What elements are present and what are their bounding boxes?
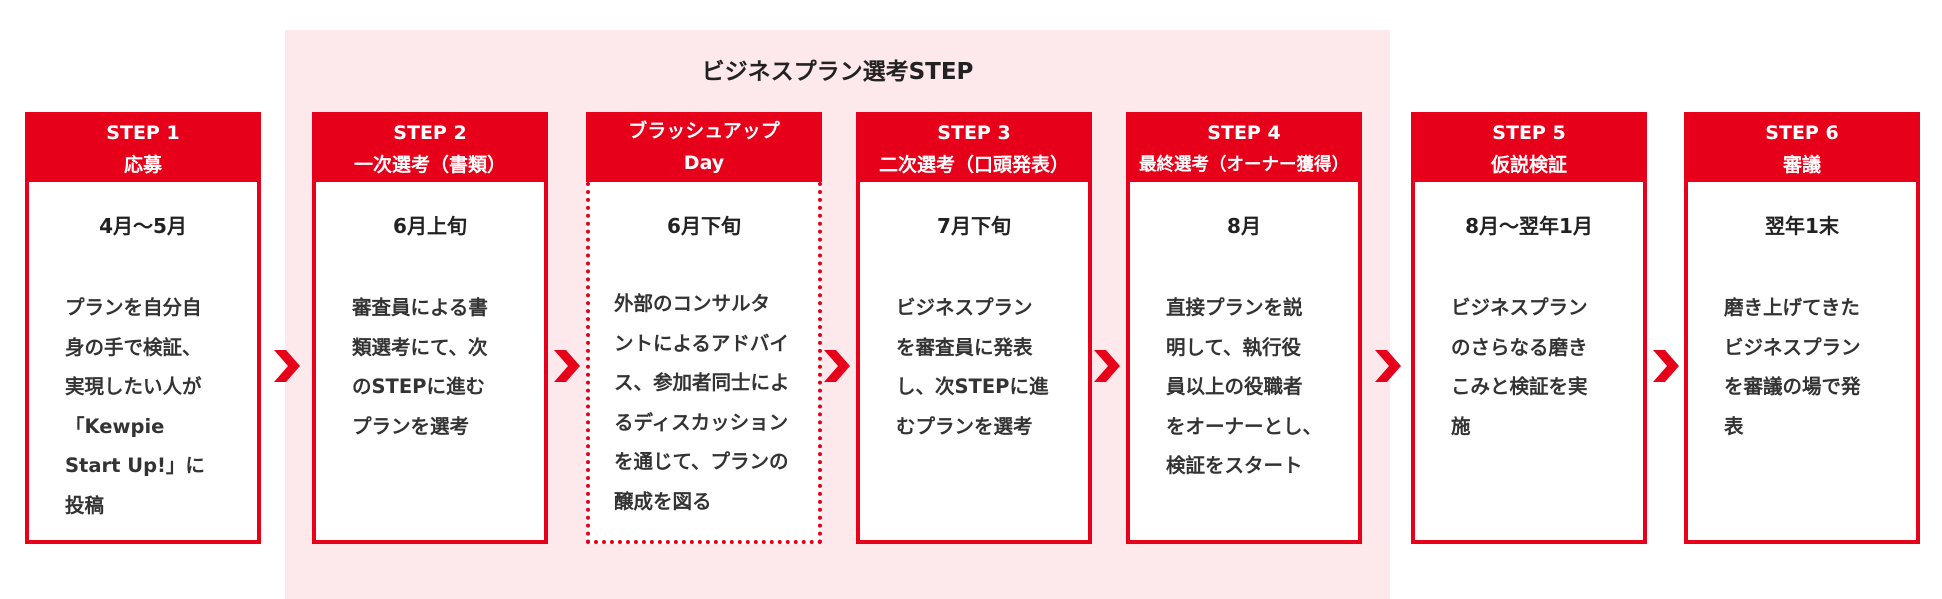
step-header-line-1: STEP 1 <box>106 122 180 144</box>
step-header-line-2: 仮説検証 <box>1490 154 1567 176</box>
step-header-line-2: 一次選考（書類） <box>353 154 506 176</box>
step-header-line-2: 最終選考（オーナー獲得） <box>1139 155 1349 175</box>
desc-line: をオーナーとし、 <box>1166 414 1323 438</box>
step-description: 外部のコンサルタ ントによるアドバイ ス、参加者同士によ るディスカッション を… <box>614 284 812 521</box>
step-header-line-2: 審議 <box>1782 154 1821 176</box>
step-header: STEP 1 応募 <box>29 116 257 182</box>
step-card-3: STEP 3 二次選考（口頭発表） 7月下旬 ビジネスプラン を審査員に発表 し… <box>856 112 1092 544</box>
chevron-right-icon <box>554 350 580 382</box>
chevron-right-icon <box>274 350 300 382</box>
desc-line: 施 <box>1451 414 1471 438</box>
chevron-right-icon <box>1094 350 1120 382</box>
desc-line: ス、参加者同士によ <box>614 371 790 394</box>
desc-line: 明して、執行役 <box>1166 335 1301 359</box>
step-description: ビジネスプラン を審査員に発表 し、次STEPに進 むプランを選考 <box>896 288 1070 446</box>
step-date: 7月下旬 <box>937 214 1011 238</box>
step-header: STEP 4 最終選考（オーナー獲得） <box>1130 116 1358 182</box>
band-title: ビジネスプラン選考STEP <box>701 59 974 85</box>
step-card-2: STEP 2 一次選考（書類） 6月上旬 審査員による書 類選考にて、次 のST… <box>312 112 548 544</box>
desc-line: プランを選考 <box>352 414 470 438</box>
step-header-line-1: STEP 5 <box>1492 122 1566 144</box>
desc-line: 投稿 <box>65 493 105 517</box>
step-header-line-2: 二次選考（口頭発表） <box>878 154 1069 176</box>
desc-line: 「Kewpie <box>65 414 165 438</box>
desc-line: を審議の場で発 <box>1724 375 1861 398</box>
step-header-line-1: ブラッシュアップ <box>628 120 780 142</box>
step-header-line-1: STEP 4 <box>1207 122 1281 144</box>
step-description: 審査員による書 類選考にて、次 のSTEPに進む プランを選考 <box>352 288 526 446</box>
step-header: STEP 2 一次選考（書類） <box>316 116 544 182</box>
step-header-line-1: STEP 2 <box>393 122 467 144</box>
step-description: ビジネスプラン のさらなる磨き こみと検証を実 施 <box>1451 288 1625 446</box>
step-card-6: STEP 6 審議 翌年1末 磨き上げてきた ビジネスプラン を審議の場で発 表 <box>1684 112 1920 544</box>
desc-line: むプランを選考 <box>896 414 1033 438</box>
step-description: 直接プランを説 明して、執行役 員以上の役職者 をオーナーとし、 検証をスタート <box>1166 288 1340 486</box>
step-card-4: STEP 4 最終選考（オーナー獲得） 8月 直接プランを説 明して、執行役 員… <box>1126 112 1362 544</box>
desc-line: ビジネスプラン <box>1451 296 1588 319</box>
desc-line: のさらなる磨き <box>1451 335 1588 359</box>
desc-line: プランを自分自 <box>65 296 202 319</box>
desc-line: ビジネスプラン <box>1724 335 1861 359</box>
desc-line: 外部のコンサルタ <box>614 292 771 315</box>
desc-line: Start Up!」に <box>65 454 205 477</box>
desc-line: ビジネスプラン <box>896 296 1033 319</box>
step-header: STEP 6 審議 <box>1688 116 1916 182</box>
step-description: 磨き上げてきた ビジネスプラン を審議の場で発 表 <box>1724 288 1898 446</box>
step-description: プランを自分自 身の手で検証、 実現したい人が 「Kewpie Start Up… <box>65 288 239 525</box>
step-header: STEP 3 二次選考（口頭発表） <box>860 116 1088 182</box>
chevron-right-icon <box>824 350 850 382</box>
desc-line: 員以上の役職者 <box>1166 375 1303 398</box>
desc-line: 実現したい人が <box>65 375 202 398</box>
desc-line: し、次STEPに進 <box>896 375 1049 398</box>
chevron-right-icon <box>1375 350 1401 382</box>
step-header: STEP 5 仮説検証 <box>1415 116 1643 182</box>
step-header-line-1: STEP 6 <box>1765 122 1839 144</box>
desc-line: るディスカッション <box>614 410 789 434</box>
desc-line: 身の手で検証、 <box>65 335 202 359</box>
desc-line: 類選考にて、次 <box>352 335 488 359</box>
step-date: 4月〜5月 <box>99 214 187 238</box>
chevron-right-icon <box>1653 350 1679 382</box>
desc-line: 検証をスタート <box>1166 454 1303 477</box>
desc-line: 直接プランを説 <box>1166 296 1303 319</box>
desc-line: を通じて、プランの <box>614 450 789 473</box>
step-date: 8月 <box>1227 214 1261 238</box>
desc-line: 表 <box>1724 414 1744 438</box>
desc-line: のSTEPに進む <box>352 375 485 398</box>
step-header: ブラッシュアップ Day <box>586 112 822 182</box>
desc-line: 醸成を図る <box>614 489 712 513</box>
step-header-line-2: Day <box>683 152 725 174</box>
desc-line: 審査員による書 <box>352 296 488 319</box>
step-date: 8月〜翌年1月 <box>1465 214 1593 238</box>
desc-line: ントによるアドバイ <box>614 331 789 355</box>
desc-line: こみと検証を実 <box>1451 375 1588 398</box>
desc-line: を審査員に発表 <box>896 335 1033 359</box>
step-card-1: STEP 1 応募 4月〜5月 プランを自分自 身の手で検証、 実現したい人が … <box>25 112 261 544</box>
step-header-line-2: 応募 <box>123 154 162 176</box>
step-date: 6月下旬 <box>667 214 741 238</box>
desc-line: 磨き上げてきた <box>1724 296 1860 319</box>
step-header-line-1: STEP 3 <box>937 122 1011 144</box>
step-card-5: STEP 5 仮説検証 8月〜翌年1月 ビジネスプラン のさらなる磨き こみと検… <box>1411 112 1647 544</box>
dotted-card-body <box>586 182 822 544</box>
step-card-brushup-day: ブラッシュアップ Day 6月下旬 外部のコンサルタ ントによるアドバイ ス、参… <box>586 112 822 544</box>
step-date: 翌年1末 <box>1765 214 1839 238</box>
step-date: 6月上旬 <box>393 214 467 238</box>
